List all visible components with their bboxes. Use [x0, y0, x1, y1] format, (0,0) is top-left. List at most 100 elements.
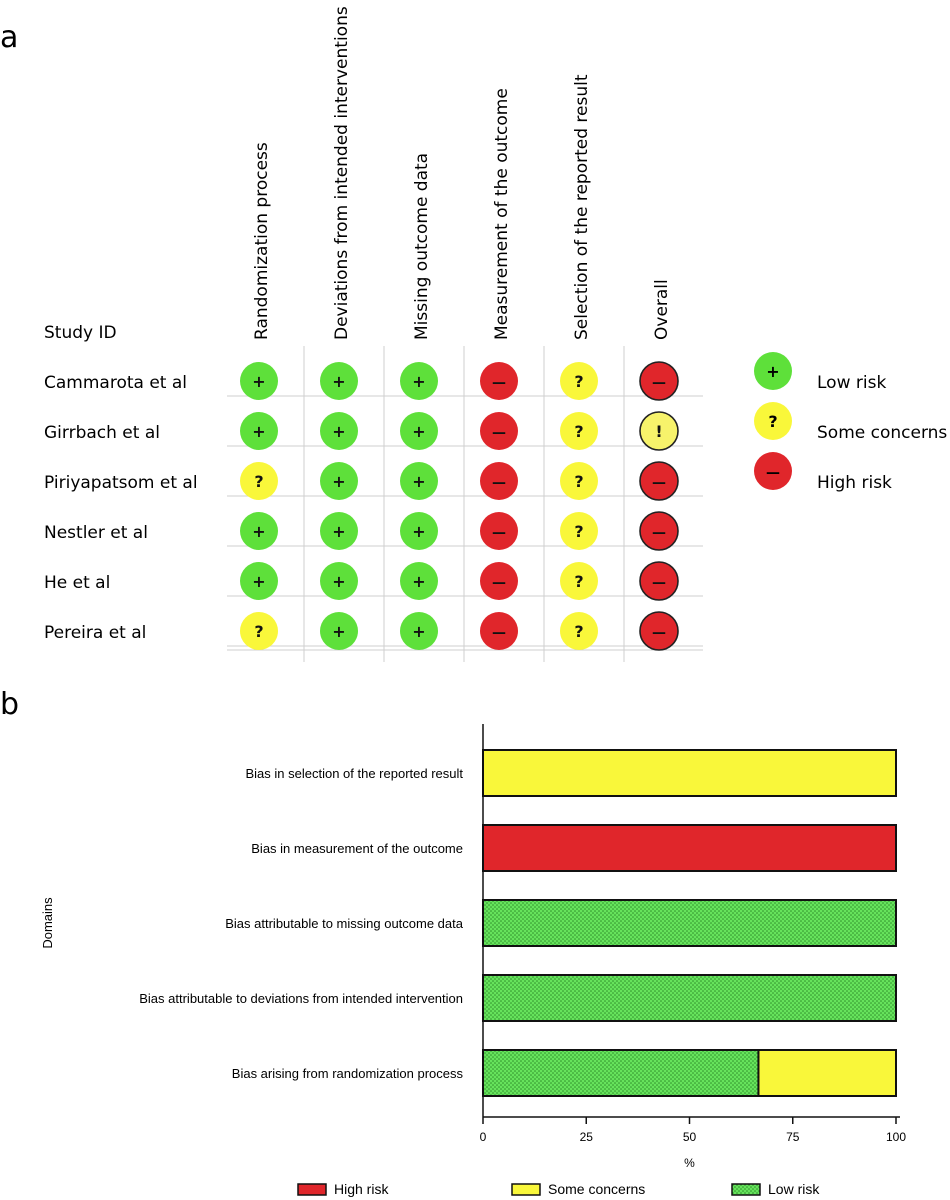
study-label: He et al	[44, 573, 110, 593]
column-header: Overall	[652, 279, 672, 340]
bar-segment-some	[757, 1049, 898, 1097]
judgement-low-mark	[320, 512, 358, 550]
legend-symbol: ?	[768, 412, 777, 431]
judgement-symbol: ?	[254, 622, 263, 641]
judgement-symbol: +	[332, 522, 345, 541]
legend-symbol: —	[766, 465, 780, 481]
judgement-symbol: —	[652, 525, 666, 541]
judgement-some-mark	[560, 562, 598, 600]
study-label: Pereira et al	[44, 623, 146, 643]
category-label: Bias attributable to missing outcome dat…	[225, 916, 464, 931]
category-label: Bias in measurement of the outcome	[251, 841, 463, 856]
judgement-high-mark	[480, 362, 518, 400]
legend-label: High risk	[334, 1181, 389, 1197]
legend-swatch-high	[297, 1183, 327, 1196]
x-tick-label: 50	[683, 1130, 697, 1144]
judgement-symbol: ?	[574, 522, 583, 541]
column-header: Deviations from intended interventions	[332, 6, 352, 340]
judgement-symbol: +	[252, 372, 265, 391]
judgement-low-mark	[320, 412, 358, 450]
panel-label-a: a	[0, 20, 18, 55]
judgement-some-mark	[560, 512, 598, 550]
judgement-low-mark	[240, 412, 278, 450]
x-axis-label: %	[684, 1156, 695, 1170]
judgement-low-mark	[240, 362, 278, 400]
judgement-symbol: —	[652, 475, 666, 491]
judgement-symbol: +	[412, 472, 425, 491]
judgement-some-mark	[560, 612, 598, 650]
legend-swatch-low	[731, 1183, 761, 1196]
column-header: Randomization process	[252, 142, 272, 340]
judgement-high-mark	[639, 361, 679, 401]
legend-low-mark	[754, 352, 792, 390]
study-label: Cammarota et al	[44, 373, 187, 393]
judgement-high-mark	[480, 562, 518, 600]
judgement-high-mark	[639, 511, 679, 551]
judgement-symbol: +	[412, 572, 425, 591]
judgement-symbol: +	[332, 422, 345, 441]
judgement-high-mark	[480, 612, 518, 650]
judgement-symbol: —	[492, 525, 506, 541]
y-axis-label: Domains	[40, 897, 55, 949]
judgement-symbol: +	[412, 522, 425, 541]
category-label: Bias in selection of the reported result	[245, 766, 463, 781]
judgement-some-mark	[240, 462, 278, 500]
judgement-symbol: —	[652, 575, 666, 591]
judgement-low-mark	[400, 462, 438, 500]
judgement-symbol: —	[492, 475, 506, 491]
legend-label: Low risk	[768, 1181, 820, 1197]
judgement-symbol: +	[252, 422, 265, 441]
legend-swatch-some	[511, 1183, 541, 1196]
judgement-low-mark	[320, 362, 358, 400]
judgement-symbol: +	[252, 522, 265, 541]
legend-label: Low risk	[817, 373, 886, 393]
legend-high-mark	[754, 452, 792, 490]
judgement-symbol: ?	[254, 472, 263, 491]
study-label: Girrbach et al	[44, 423, 160, 443]
legend-label: Some concerns	[548, 1181, 645, 1197]
judgement-symbol: +	[332, 622, 345, 641]
bar-segment-high	[482, 824, 897, 872]
judgement-low-mark	[240, 512, 278, 550]
x-tick-label: 25	[580, 1130, 594, 1144]
bar-segment-low	[482, 974, 897, 1022]
judgement-some-mark	[560, 462, 598, 500]
row-header-study-id: Study ID	[44, 323, 117, 343]
judgement-high-mark	[639, 561, 679, 601]
judgement-symbol: —	[492, 425, 506, 441]
judgement-high-mark	[480, 412, 518, 450]
judgement-symbol: ?	[574, 372, 583, 391]
judgement-symbol: !	[655, 422, 662, 441]
judgement-low-mark	[320, 612, 358, 650]
legend-label: Some concerns	[817, 423, 947, 443]
judgement-low-mark	[400, 612, 438, 650]
judgement-symbol: +	[412, 372, 425, 391]
judgement-low-mark	[400, 562, 438, 600]
judgement-symbol: +	[332, 372, 345, 391]
judgement-some-mark	[639, 411, 679, 451]
judgement-high-mark	[639, 461, 679, 501]
bar-segment-low	[482, 899, 897, 947]
judgement-symbol: —	[492, 625, 506, 641]
judgement-high-mark	[480, 462, 518, 500]
judgement-symbol: +	[412, 622, 425, 641]
judgement-low-mark	[400, 362, 438, 400]
judgement-symbol: ?	[574, 422, 583, 441]
judgement-symbol: —	[652, 625, 666, 641]
judgement-some-mark	[560, 412, 598, 450]
column-header: Selection of the reported result	[572, 74, 592, 340]
judgement-some-mark	[560, 362, 598, 400]
judgement-symbol: ?	[574, 572, 583, 591]
judgement-symbol: +	[332, 472, 345, 491]
panel-label-b: b	[0, 687, 19, 722]
legend-symbol: +	[766, 362, 779, 381]
bar-segment-low	[482, 1049, 760, 1097]
judgement-some-mark	[240, 612, 278, 650]
judgement-symbol: +	[252, 572, 265, 591]
judgement-low-mark	[400, 512, 438, 550]
column-header: Measurement of the outcome	[492, 88, 512, 340]
judgement-symbol: ?	[574, 472, 583, 491]
judgement-symbol: —	[492, 575, 506, 591]
